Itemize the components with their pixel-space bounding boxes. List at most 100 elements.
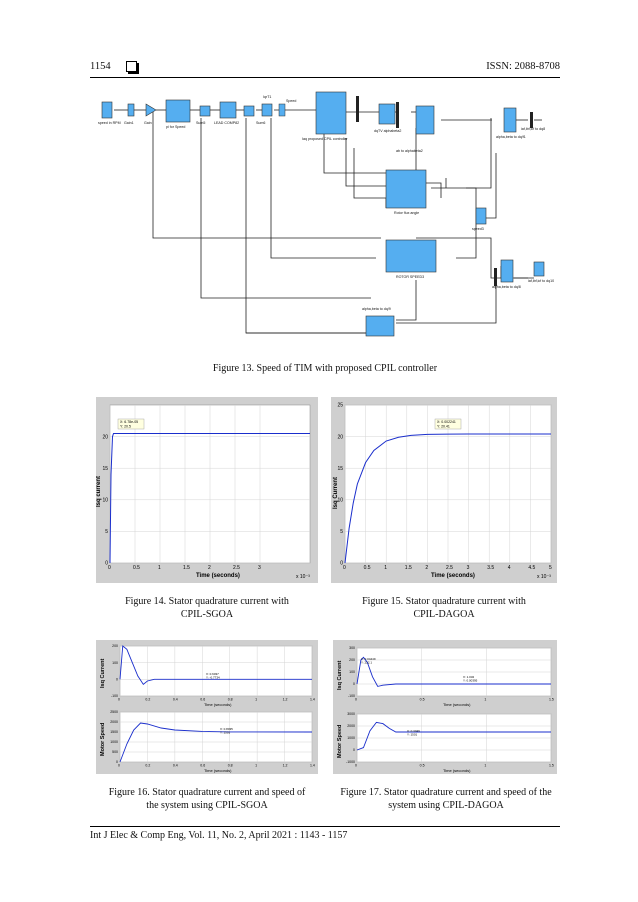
f16b-x-tick-label: 1 — [255, 764, 257, 768]
f14-x-tick-label: 2.5 — [233, 565, 240, 571]
f14-y-tick-label: 0 — [105, 561, 108, 567]
f15-x-tick-label: 5 — [549, 565, 552, 571]
diagram-label-abdq9: alpha,beta to dq/9 — [362, 307, 391, 311]
diagram-label-iaf2: iaf,ibf,icf to dq10 — [528, 279, 554, 283]
f15-y-tick-label: 5 — [340, 529, 343, 535]
f15-x-tick-label: 0.5 — [364, 565, 371, 571]
footer-rule — [90, 826, 560, 827]
f17b-y-tick-label: 3000 — [347, 712, 355, 716]
f17b-x-tick-label: 0.5 — [420, 764, 425, 768]
f14-y-tick-label: 20 — [102, 434, 108, 440]
figure16-caption: Figure 16. Stator quadrature current and… — [92, 786, 322, 812]
figure15-ylabel: Isq Current — [333, 477, 339, 509]
f16a-x-tick-label: 1.2 — [283, 698, 288, 702]
f16b-y-tick-label: 2000 — [110, 720, 118, 724]
f15-y-tick-label: 20 — [337, 434, 343, 440]
f15-x-tick-label: 2 — [425, 565, 428, 571]
f17a-y-tick-label: 200 — [349, 658, 355, 662]
f17a-x-tick-label: 0 — [355, 698, 357, 702]
figure14-caption-line1: Figure 14. Stator quadrature current wit… — [125, 596, 289, 607]
diagram-label-speed: speed in RPM — [98, 121, 121, 125]
diagram-label-abdq8: alpha,beta to dq/8 — [492, 285, 521, 289]
f15-y-tick-label: 0 — [340, 561, 343, 567]
diagram-label-iqctrl: Iaq proposed CPIL controller — [302, 137, 348, 141]
figure16-bottom-xlabel: Time (seconds) — [204, 768, 232, 773]
diagram-label-sum6: Sum6 — [256, 121, 265, 125]
f17b-y-tick-label: 1000 — [347, 736, 355, 740]
figure15-caption-line1: Figure 15. Stator quadrature current wit… — [362, 596, 526, 607]
f17b-y-tick-label: 2000 — [347, 724, 355, 728]
figure17-bottom-series-line — [356, 721, 551, 751]
f17b-x-tick-label: 1 — [484, 764, 486, 768]
figure17-caption-line1: Figure 17. Stator quadrature current and… — [340, 787, 552, 798]
f15-x-tick-label: 3.5 — [487, 565, 494, 571]
diagram-label-speed2: Speed — [286, 99, 296, 103]
diagram-label-flux: Rotor flux angle — [394, 211, 419, 215]
f14-x-tick-label: 1.5 — [183, 565, 190, 571]
f15-x-tick-label: 3 — [467, 565, 470, 571]
f16b-y-tick-label: 1000 — [110, 740, 118, 744]
figure17-top-datatip-b-x: X: 1.032 — [463, 675, 475, 679]
f15-y-tick-label: 10 — [337, 497, 343, 503]
f17b-x-tick-label: 0 — [355, 764, 357, 768]
figure13-caption: Figure 13. Speed of TIM with proposed CP… — [212, 363, 438, 374]
f15-x-tick-label: 4.5 — [528, 565, 535, 571]
f16a-x-tick-label: 0.6 — [200, 698, 205, 702]
figure16-top-datatip-x: X: 0.6037 — [206, 672, 219, 676]
f14-x-tick-label: 1 — [158, 565, 161, 571]
issn: ISSN: 2088-8708 — [486, 61, 560, 72]
f17a-y-tick-label: 0 — [353, 682, 355, 686]
figure17-top-datatip-a-x: X: 0.04449 — [361, 657, 376, 661]
figure14-datatip-y: Y: 20.5 — [120, 425, 131, 429]
figure14-xlabel: Time (seconds) — [196, 573, 240, 579]
figure15-caption-line2: CPIL-DAGOA — [413, 609, 475, 620]
f17b-y-tick-label: -1000 — [346, 760, 355, 764]
f17a-x-tick-label: 1.5 — [549, 698, 554, 702]
f16a-x-tick-label: 1 — [255, 698, 257, 702]
diagram-label-rotorspeed: ROTOR SPEED3 — [396, 275, 424, 279]
page-number: 1154 — [90, 61, 111, 72]
figure14-ylabel: Isq current — [96, 476, 102, 507]
figure16-top-xlabel: Time (seconds) — [204, 702, 232, 707]
diagram-label-sum5: Sum5 — [196, 121, 205, 125]
f14-x-tick-label: 0.5 — [133, 565, 140, 571]
f15-x-tick-label: 4 — [508, 565, 511, 571]
f14-y-tick-label: 15 — [102, 466, 108, 472]
f15-x-tick-label: 1 — [384, 565, 387, 571]
f15-x-tick-label: 1.5 — [405, 565, 412, 571]
diagram-label-lead: LEAD COMP82 — [214, 121, 239, 125]
figure17-bottom-ylabel: Motor Speed — [337, 725, 343, 758]
diagram-label-gain1: Gain1 — [124, 121, 134, 125]
footer-citation: Int J Elec & Comp Eng, Vol. 11, No. 2, A… — [90, 830, 348, 841]
f17b-x-tick-label: 1.5 — [549, 764, 554, 768]
f16b-x-tick-label: 0 — [118, 764, 120, 768]
f16b-y-tick-label: 500 — [112, 750, 118, 754]
f16a-y-tick-label: -100 — [111, 694, 118, 698]
figure14-datatip — [117, 418, 145, 430]
f14-x-tick-label: 3 — [258, 565, 261, 571]
figure17-caption: Figure 17. Stator quadrature current and… — [329, 786, 563, 812]
diagram-label-speed3: speed3 — [472, 227, 484, 231]
f16b-y-tick-label: 1500 — [110, 730, 118, 734]
figure14-series-line — [109, 432, 310, 564]
figure16-bottom-ylabel: Motor Speed — [100, 723, 106, 756]
f14-y-tick-label: 10 — [102, 497, 108, 503]
diagram-label-pi: pi for Speed — [166, 125, 185, 129]
diagram-label-iqref: IqrT1 — [263, 95, 271, 99]
figure17-caption-line2: system using CPIL-DAGOA — [388, 800, 504, 811]
figure15-xlabel: Time (seconds) — [431, 573, 475, 579]
figure14-caption-line2: CPIL-SGOA — [180, 609, 234, 620]
f16b-x-tick-label: 1.4 — [310, 764, 315, 768]
figure17-top-ylabel: Isq Current — [337, 660, 343, 690]
f17a-y-tick-label: -100 — [348, 694, 355, 698]
figure17-top-xlabel: Time (seconds) — [443, 702, 471, 707]
f16a-y-tick-label: 200 — [112, 644, 118, 648]
figure15-datatip-y: Y: 20.41 — [437, 425, 450, 429]
figure14-datatip-x: X: 6.78e-05 — [120, 420, 138, 424]
f16a-x-tick-label: 0 — [118, 698, 120, 702]
figure16-caption-line2: the system using CPIL-SGOA — [146, 800, 268, 811]
f16b-y-tick-label: 2500 — [110, 710, 118, 714]
f16b-x-tick-label: 1.2 — [283, 764, 288, 768]
f17a-y-tick-label: 300 — [349, 646, 355, 650]
